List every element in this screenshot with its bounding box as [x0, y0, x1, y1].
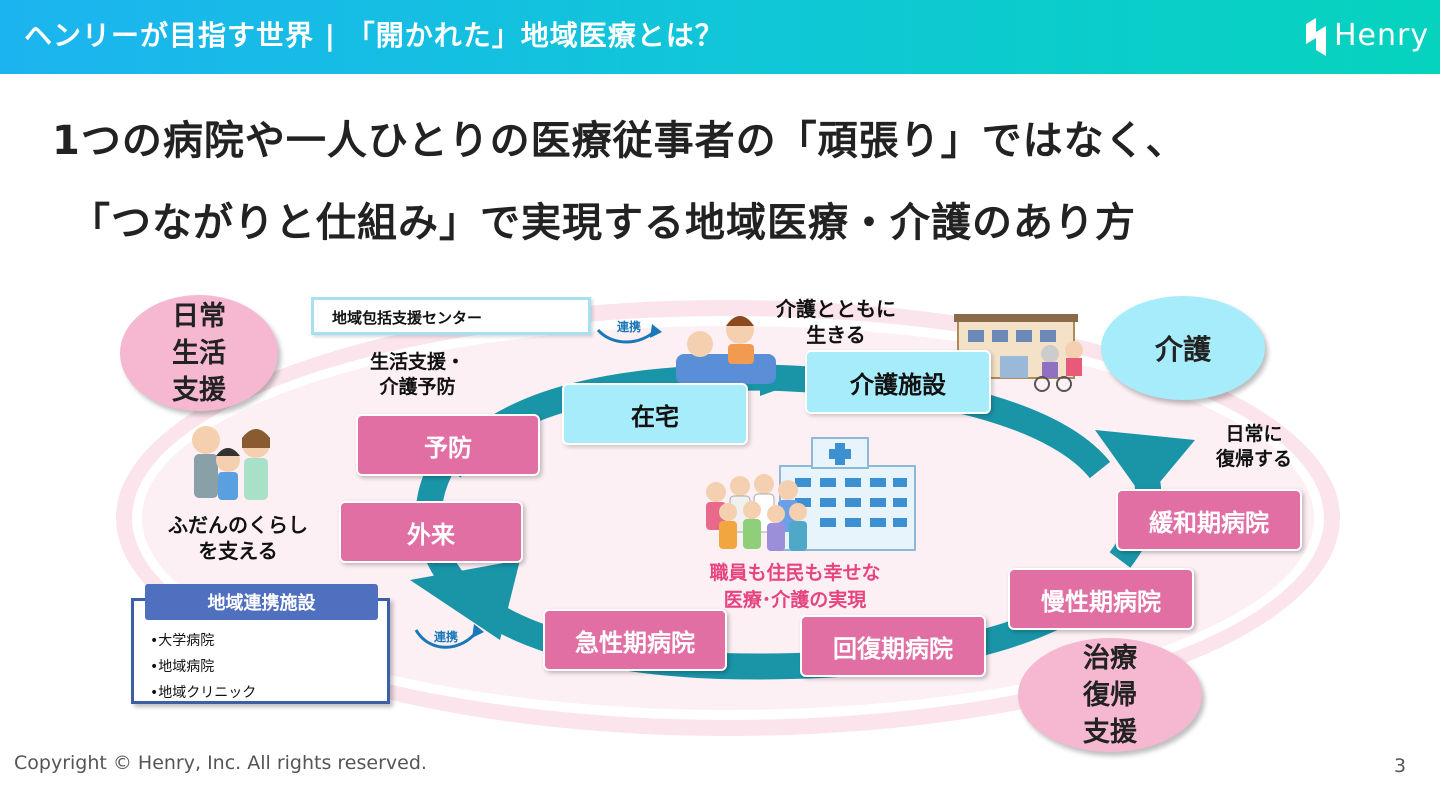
box-palliative-hospital: 緩和期病院 — [1116, 489, 1302, 551]
headline-line1: 1つの病院や一人ひとりの医療従事者の「頑張り」ではなく、 — [52, 118, 1187, 164]
henry-logo: Henry — [1304, 16, 1430, 60]
family-illustration — [192, 426, 270, 500]
renkei-label-bottom: 連携 — [434, 630, 459, 644]
box-care-facility: 介護施設 — [805, 350, 991, 414]
facility-item: •地域クリニック — [150, 685, 257, 701]
page-number: 3 — [1394, 755, 1407, 777]
renkei-label-top: 連携 — [617, 320, 642, 334]
henry-logo-icon — [1306, 18, 1326, 56]
logo-text: Henry — [1334, 18, 1430, 53]
regional-facility-list: •大学病院 •地域病院 •地域クリニック — [150, 628, 256, 706]
header-title: ヘンリーが目指す世界 | 「開かれた」地域医療とは？ — [24, 19, 724, 52]
people-group-illustration — [706, 474, 807, 551]
oval-treatment-return-support: 治療 復帰 支援 — [1018, 638, 1202, 752]
regional-facility-title: 地域連携施設 — [145, 584, 378, 620]
facility-item: •大学病院 — [150, 633, 215, 649]
header-bar: ヘンリーが目指す世界 | 「開かれた」地域医療とは？ Henry — [0, 0, 1440, 74]
box-prevention: 予防 — [356, 414, 540, 476]
box-acute-hospital: 急性期病院 — [543, 609, 727, 671]
label-support-everyday-life: ふだんのくらし を支える — [168, 513, 308, 563]
oval-care: 介護 — [1101, 296, 1265, 400]
arrow-head-left — [410, 560, 520, 640]
center-caption: 職員も住民も幸せな 医療･介護の実現 — [709, 562, 881, 611]
bed-care-illustration — [676, 316, 776, 384]
copyright: Copyright © Henry, Inc. All rights reser… — [14, 752, 427, 774]
regional-support-center-box: 地域包括支援センター — [311, 297, 591, 335]
box-outpatient: 外来 — [339, 501, 523, 563]
label-life-support-care-prevention: 生活支援・ 介護予防 — [370, 351, 466, 398]
facility-item: •地域病院 — [150, 659, 215, 675]
label-return-to-daily-life: 日常に 復帰する — [1216, 423, 1293, 470]
box-home: 在宅 — [562, 383, 748, 445]
box-recovery-hospital: 回復期病院 — [800, 615, 986, 677]
oval-daily-life-support: 日常 生活 支援 — [120, 295, 278, 411]
arrow-head-right — [1095, 430, 1195, 500]
box-chronic-hospital: 慢性期病院 — [1008, 568, 1194, 630]
label-living-with-care: 介護とともに 生きる — [776, 297, 896, 347]
headline-line2: 「つながりと仕組み」で実現する地域医療・介護のあり方 — [70, 200, 1136, 246]
